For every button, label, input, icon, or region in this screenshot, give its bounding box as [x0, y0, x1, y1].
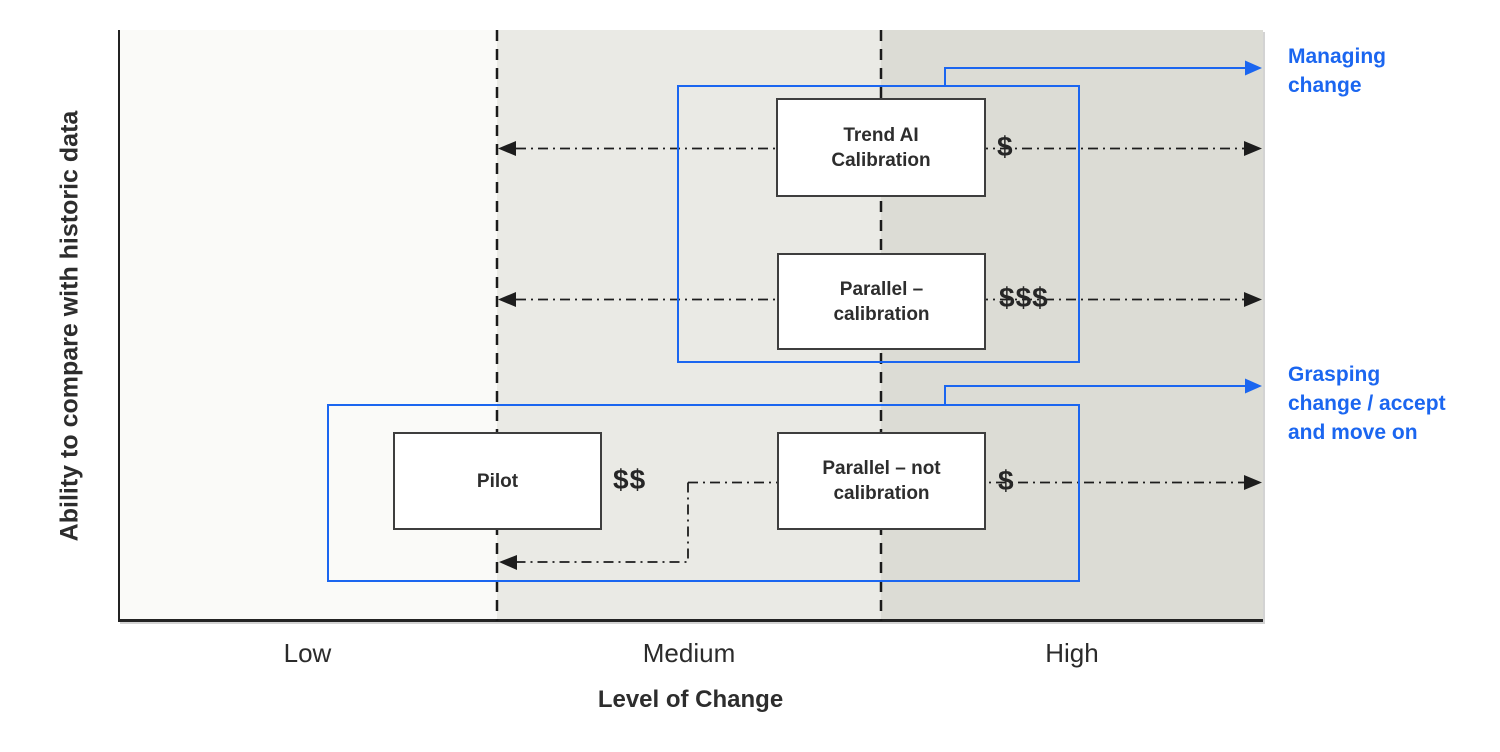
node-parallel-calibration: Parallel – calibration — [777, 253, 986, 350]
annotation-line: and move on — [1288, 421, 1418, 444]
row1-right-arrowhead-icon — [1244, 141, 1262, 156]
grasping-change-group-box — [327, 404, 1080, 582]
node-label-line: Calibration — [831, 149, 931, 171]
annotation-line: Grasping — [1288, 363, 1381, 386]
cost-label-trend-ai: $ — [997, 131, 1014, 162]
node-label-line: Trend AI — [843, 124, 919, 146]
node-trend-ai-calibration: Trend AI Calibration — [776, 98, 986, 197]
row3-elbow-left-arrowhead-icon — [499, 555, 517, 570]
annotation-line: change — [1288, 74, 1362, 97]
x-tick-low: Low — [283, 638, 332, 668]
row2-left-arrowhead-icon — [498, 292, 516, 307]
node-pilot: Pilot — [393, 432, 602, 530]
cost-label-parallel-not: $ — [998, 465, 1015, 496]
grasping-change-connector — [944, 385, 1247, 404]
row2-right-arrowhead-icon — [1244, 292, 1262, 307]
node-label-line: calibration — [833, 303, 930, 325]
x-axis-label: Level of Change — [597, 686, 784, 713]
row1-left-arrowhead-icon — [498, 141, 516, 156]
node-parallel-not-calibration: Parallel – not calibration — [777, 432, 986, 530]
grasping-change-arrowhead-icon — [1245, 378, 1262, 394]
node-label-line: Parallel – — [839, 278, 924, 300]
row3-right-arrowhead-icon — [1244, 475, 1262, 490]
annotation-line: change / accept — [1288, 392, 1446, 415]
x-tick-medium: Medium — [642, 638, 736, 668]
managing-change-arrowhead-icon — [1245, 60, 1262, 76]
managing-change-group-box — [677, 85, 1080, 363]
grasping-change-annotation: Grasping change / accept and move on — [1288, 360, 1498, 447]
row3-elbow-line — [517, 482, 689, 563]
annotation-line: Managing — [1288, 45, 1386, 68]
x-tick-high: High — [1045, 638, 1099, 668]
managing-change-connector — [944, 67, 1247, 85]
node-label-line: Parallel – not — [822, 458, 941, 479]
managing-change-annotation: Managing change — [1288, 42, 1498, 100]
node-label-line: Pilot — [476, 470, 519, 492]
cost-label-parallel-calibration: $$$ — [999, 282, 1049, 313]
node-label-line: calibration — [833, 483, 930, 504]
cost-label-pilot: $$ — [613, 464, 647, 495]
